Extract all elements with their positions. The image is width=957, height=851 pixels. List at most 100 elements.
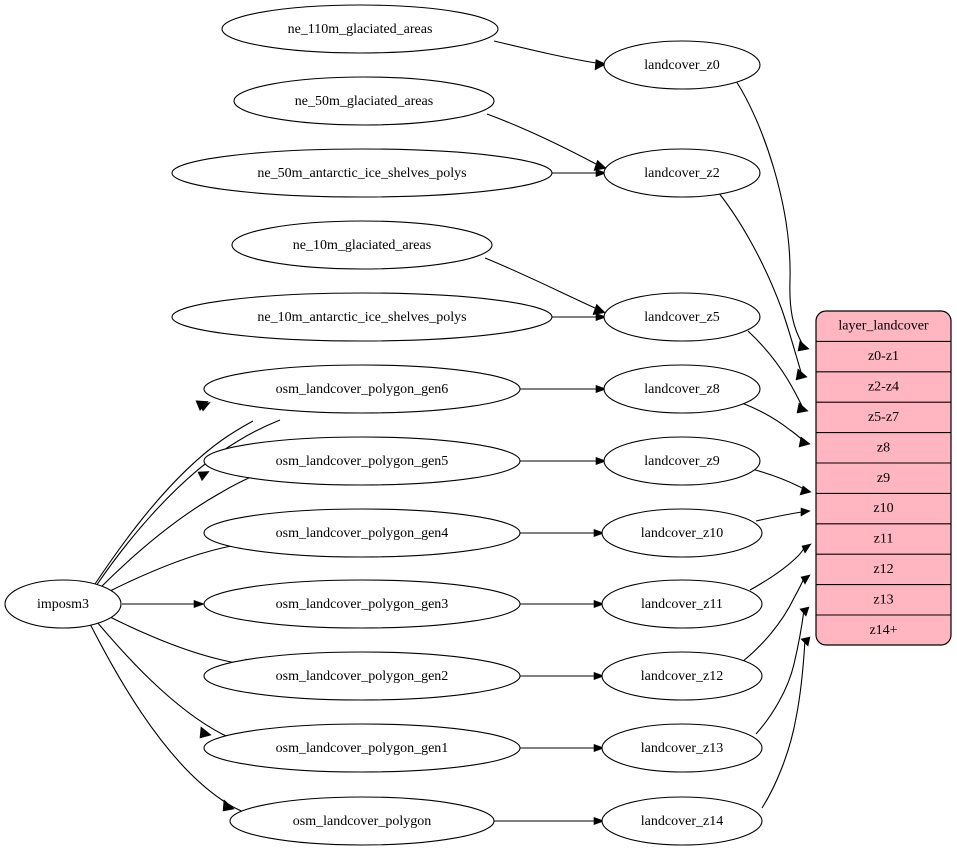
edge-ne110m-to-z0 (493, 40, 607, 71)
node-label: landcover_z12 (641, 669, 723, 684)
record-row-z13[interactable]: z13 (873, 592, 893, 607)
node-osm-landcover-polygon-gen3[interactable]: osm_landcover_polygon_gen3 (203, 579, 521, 629)
record-row-z12[interactable]: z12 (873, 562, 893, 577)
edge-ne10m-glaciated-to-z5 (484, 257, 606, 315)
edge-ne50m-glaciated-to-z2 (486, 113, 607, 171)
edge-imposm3-to-gen3 (122, 599, 205, 609)
record-row-z14-plus[interactable]: z14+ (869, 623, 897, 638)
node-shape (171, 292, 553, 342)
node-shape (203, 723, 521, 773)
node-shape (603, 292, 761, 342)
node-shape (221, 4, 499, 54)
node-label: landcover_z5 (644, 310, 719, 325)
edge-z2-to-row-z2z4 (717, 191, 808, 381)
node-landcover-z0[interactable]: landcover_z0 (603, 40, 761, 90)
record-box (815, 310, 952, 646)
node-shape (203, 436, 521, 486)
edge-gen5-to-z9 (520, 456, 607, 466)
record-table-layer-landcover[interactable]: layer_landcover z0-z1 z2-z4 z5-z7 z8 z9 … (815, 310, 952, 646)
node-ne-10m-glaciated-areas[interactable]: ne_10m_glaciated_areas (231, 220, 493, 270)
node-label: osm_landcover_polygon_gen4 (276, 526, 449, 541)
node-label: landcover_z0 (644, 58, 719, 73)
node-landcover-z10[interactable]: landcover_z10 (601, 508, 763, 558)
node-ne-10m-antarctic-ice-shelves-polys[interactable]: ne_10m_antarctic_ice_shelves_polys (171, 292, 553, 342)
node-shape (229, 796, 495, 846)
node-shape (601, 508, 763, 558)
node-shape (601, 796, 763, 846)
node-label: ne_50m_antarctic_ice_shelves_polys (257, 166, 466, 181)
node-shape (4, 579, 122, 629)
node-label: ne_50m_glaciated_areas (295, 94, 433, 109)
edge-imposm3-to-polygon (89, 623, 249, 815)
record-row-z9[interactable]: z9 (877, 471, 890, 486)
node-shape (601, 651, 763, 701)
node-label: landcover_z13 (641, 741, 723, 756)
node-label: osm_landcover_polygon_gen3 (276, 597, 449, 612)
edge-gen2-to-z12 (520, 671, 605, 681)
node-landcover-z2[interactable]: landcover_z2 (603, 148, 761, 198)
node-label: landcover_z11 (641, 597, 723, 612)
node-landcover-z13[interactable]: landcover_z13 (601, 723, 763, 773)
record-row-header: layer_landcover (838, 319, 929, 334)
node-shape (203, 579, 521, 629)
node-label: ne_10m_antarctic_ice_shelves_polys (257, 310, 466, 325)
record-row-z5-z7[interactable]: z5-z7 (868, 410, 899, 425)
node-shape (603, 148, 761, 198)
edge-layer (89, 40, 812, 826)
record-row-z8[interactable]: z8 (877, 440, 890, 455)
node-shape (603, 436, 761, 486)
node-label: osm_landcover_polygon_gen6 (276, 382, 449, 397)
node-osm-landcover-polygon-gen6[interactable]: osm_landcover_polygon_gen6 (203, 364, 521, 414)
edge-gen1-to-z13 (520, 743, 605, 753)
node-osm-landcover-polygon-gen1[interactable]: osm_landcover_polygon_gen1 (203, 723, 521, 773)
edge-z14-to-row-z14plus (761, 636, 811, 809)
edge-z9-to-row-z9 (751, 468, 812, 496)
node-landcover-z12[interactable]: landcover_z12 (601, 651, 763, 701)
node-landcover-z11[interactable]: landcover_z11 (601, 579, 763, 629)
node-shape (603, 364, 761, 414)
node-label: ne_10m_glaciated_areas (293, 238, 431, 253)
node-label: imposm3 (37, 597, 89, 612)
node-landcover-z8[interactable]: landcover_z8 (603, 364, 761, 414)
edge-z11-to-row-z11 (749, 543, 812, 591)
edge-z13-to-row-z13 (755, 606, 810, 735)
node-landcover-z5[interactable]: landcover_z5 (603, 292, 761, 342)
edge-imposm3-to-gen6 (92, 400, 281, 588)
edge-polygon-to-z14 (494, 816, 605, 826)
node-shape (203, 651, 521, 701)
edge-gen3-to-z11 (520, 599, 605, 609)
node-label: landcover_z2 (644, 166, 719, 181)
node-osm-landcover-polygon-gen4[interactable]: osm_landcover_polygon_gen4 (203, 508, 521, 558)
node-shape (601, 723, 763, 773)
edge-ne50m-antarctic-to-z2 (552, 168, 607, 178)
edge-z0-to-row-z0z1 (735, 80, 810, 352)
node-shape (231, 220, 493, 270)
edge-z10-to-row-z10 (755, 507, 811, 522)
edge-z12-to-row-z12 (741, 574, 811, 663)
edge-ne10m-antarctic-to-z5 (552, 312, 607, 322)
record-row-z11[interactable]: z11 (874, 532, 894, 547)
node-ne-50m-glaciated-areas[interactable]: ne_50m_glaciated_areas (233, 76, 495, 126)
node-shape (171, 148, 553, 198)
node-osm-landcover-polygon-gen5[interactable]: osm_landcover_polygon_gen5 (203, 436, 521, 486)
node-label: ne_110m_glaciated_areas (288, 22, 433, 37)
node-osm-landcover-polygon-gen2[interactable]: osm_landcover_polygon_gen2 (203, 651, 521, 701)
node-landcover-z14[interactable]: landcover_z14 (601, 796, 763, 846)
node-label: landcover_z9 (644, 454, 719, 469)
node-ne-110m-glaciated-areas[interactable]: ne_110m_glaciated_areas (221, 4, 499, 54)
node-landcover-z9[interactable]: landcover_z9 (603, 436, 761, 486)
node-shape (601, 579, 763, 629)
edge-imposm3-to-gen5 (98, 471, 254, 590)
edge-gen6-to-z8 (520, 384, 607, 394)
edge-imposm3-to-gen4 (107, 540, 255, 593)
node-ne-50m-antarctic-ice-shelves-polys[interactable]: ne_50m_antarctic_ice_shelves_polys (171, 148, 553, 198)
node-label: landcover_z14 (641, 814, 723, 829)
record-row-z10[interactable]: z10 (873, 501, 893, 516)
edge-gen4-to-z10 (520, 528, 605, 538)
record-row-z2-z4[interactable]: z2-z4 (868, 380, 899, 395)
edge-imposm3-to-gen2 (107, 615, 256, 670)
node-osm-landcover-polygon[interactable]: osm_landcover_polygon (229, 796, 495, 846)
record-row-z0-z1[interactable]: z0-z1 (868, 349, 899, 364)
node-imposm3[interactable]: imposm3 (4, 579, 122, 629)
